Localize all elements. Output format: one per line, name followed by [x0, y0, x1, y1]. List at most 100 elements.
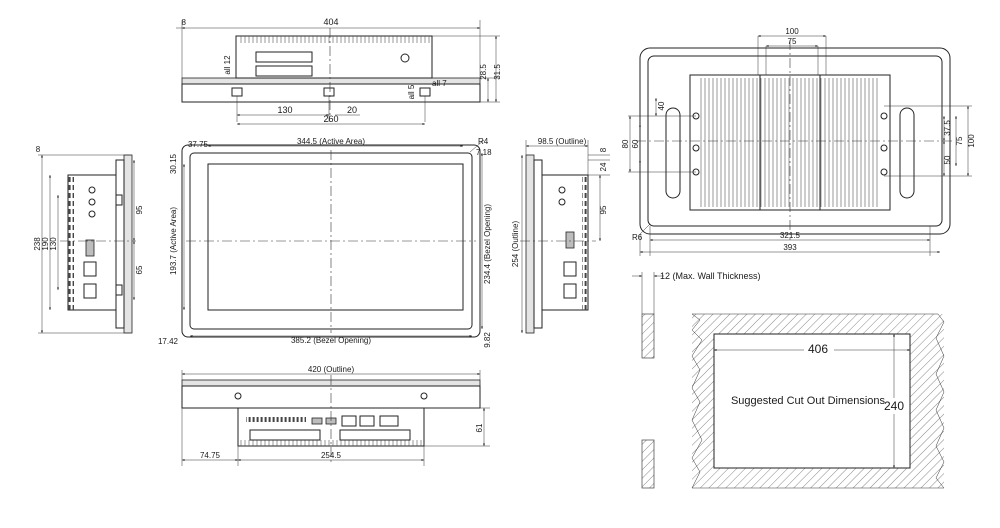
dim-260-label: 260 — [323, 114, 338, 124]
dim-37-75-label: 37.75 — [188, 140, 209, 149]
front-view: 344.5 (Active Area) 37.75 30.15 193.7 (A… — [158, 137, 492, 348]
rear-view: 100 75 40 80 60 37.5 75 100 50 R6 321.5 — [621, 27, 976, 256]
dim-outline-height-label: 254 (Outline) — [511, 221, 520, 268]
dim-238-label: 238 — [33, 237, 42, 251]
clearance-b-label: all 7 — [432, 79, 447, 88]
wall-section-top — [641, 313, 655, 359]
clearance-a-label: all 5 — [407, 84, 416, 99]
right-side-bezel — [525, 154, 535, 334]
left-side-bezel — [123, 154, 133, 334]
left-usb-port — [85, 239, 95, 257]
bottom-view-terminal-block — [246, 417, 306, 425]
dim-404-label: 404 — [323, 17, 338, 27]
dim-74-75-label: 74.75 — [200, 451, 221, 460]
right-usb-port — [565, 231, 575, 249]
dim-outline-width-label: 98.5 (Outline) — [538, 137, 587, 146]
bottom-vga — [379, 415, 399, 427]
corner-offset-label: 7.18 — [476, 148, 492, 157]
rear-corner-radius-label: R6 — [632, 233, 643, 242]
left-side-fins — [68, 175, 74, 310]
rear-mount-hole-2 — [692, 144, 700, 152]
dim-130-label: 130 — [277, 105, 292, 115]
top-view-clamp-right — [419, 87, 431, 97]
panel-break-edge — [691, 313, 945, 489]
dim-20-label: 20 — [347, 105, 357, 115]
clearance-top-label: all 12 — [223, 55, 232, 75]
bottom-screw-left — [234, 392, 242, 400]
dim-bezel-width-label: 385.2 (Bezel Opening) — [291, 336, 371, 345]
dim-31-5-label: 31.5 — [493, 64, 502, 80]
dim-420-label: 420 (Outline) — [308, 365, 355, 374]
right-side-frame — [533, 159, 543, 329]
wall-section-bottom — [641, 439, 655, 489]
dim-rear-75-label: 75 — [788, 37, 797, 46]
rear-mount-hole-5 — [880, 144, 888, 152]
right-com-port-1 — [563, 261, 577, 277]
cutout-caption: Suggested Cut Out Dimensions — [731, 395, 886, 407]
left-com-port-2 — [83, 283, 97, 299]
cutout-view: 12 (Max. Wall Thickness) 406 240 Suggest… — [632, 271, 945, 489]
left-clamp-bottom — [115, 284, 123, 296]
dim-30-15-label: 30.15 — [169, 153, 178, 174]
dim-rear-321-5-label: 321.5 — [780, 231, 801, 240]
bottom-slot-b — [339, 429, 411, 441]
top-view-fins — [238, 36, 430, 43]
dim-254-5-label: 254.5 — [321, 451, 342, 460]
dim-9-82-label: 9.82 — [483, 332, 492, 348]
front-active-area — [207, 163, 464, 311]
dim-active-height-label: 193.7 (Active Area) — [169, 207, 178, 275]
cutout-height-label: 240 — [884, 399, 904, 413]
rear-handle-right — [899, 107, 915, 199]
cutout-width-bg — [804, 342, 834, 356]
left-side-view: 238 190 130 8 95 65 — [33, 145, 144, 334]
dim-rear-80-label: 80 — [621, 139, 630, 148]
top-view-card-slot-b — [255, 65, 313, 77]
dim-rear-393-label: 393 — [783, 243, 797, 252]
dim-24-right-label: 24 — [599, 162, 608, 171]
top-view-frame — [181, 83, 481, 103]
right-port-b — [558, 198, 566, 206]
rear-mount-hole-4 — [880, 112, 888, 120]
dim-left-8-label: 8 — [36, 145, 41, 154]
dim-rear-50-label: 50 — [943, 155, 952, 164]
left-com-port-1 — [83, 261, 97, 277]
dim-active-width-label: 344.5 (Active Area) — [297, 137, 365, 146]
dim-top-8-label: 8 — [182, 18, 187, 27]
dim-bezel-height-label: 234.4 (Bezel Opening) — [483, 204, 492, 284]
dim-61-label: 61 — [475, 423, 484, 432]
right-side-view: 98.5 (Outline) 254 (Outline) 8 24 95 — [511, 137, 610, 334]
right-port-a — [558, 186, 566, 194]
bottom-lan-2 — [359, 415, 375, 427]
bottom-view: 420 (Outline) 74.75 254.5 61 — [181, 365, 490, 466]
dim-rear-75-right-label: 75 — [955, 136, 964, 145]
left-port-b — [88, 198, 96, 206]
dim-rear-60-label: 60 — [631, 139, 640, 148]
left-port-a — [88, 186, 96, 194]
bottom-usb-1 — [311, 417, 323, 425]
top-view-clamp-left — [231, 87, 243, 97]
rear-mount-hole-6 — [880, 168, 888, 176]
right-side-chassis — [541, 174, 589, 311]
cutout-height-bg — [882, 398, 906, 414]
bottom-screw-right — [420, 392, 428, 400]
left-side-frame — [115, 159, 125, 329]
dim-95-right-label: 95 — [599, 205, 608, 214]
dim-130-side-label: 130 — [49, 237, 58, 251]
top-view-clamp-mid — [323, 87, 335, 97]
top-view-card-slot-a — [255, 51, 313, 63]
corner-radius-label: R4 — [478, 137, 489, 146]
top-view-screw — [400, 53, 410, 63]
left-port-c — [88, 210, 96, 218]
dim-190-label: 190 — [41, 237, 50, 251]
bottom-slot-a — [249, 429, 321, 441]
dim-rear-100-right-label: 100 — [967, 134, 976, 148]
right-side-fins — [582, 175, 588, 310]
bottom-lan-1 — [341, 415, 357, 427]
dim-65-left-label: 65 — [135, 265, 144, 274]
cutout-opening — [713, 333, 911, 469]
right-com-port-2 — [563, 283, 577, 299]
wall-thickness-label: 12 (Max. Wall Thickness) — [660, 271, 761, 281]
left-clamp-top — [115, 194, 123, 206]
dim-28-5-label: 28.5 — [479, 64, 488, 80]
